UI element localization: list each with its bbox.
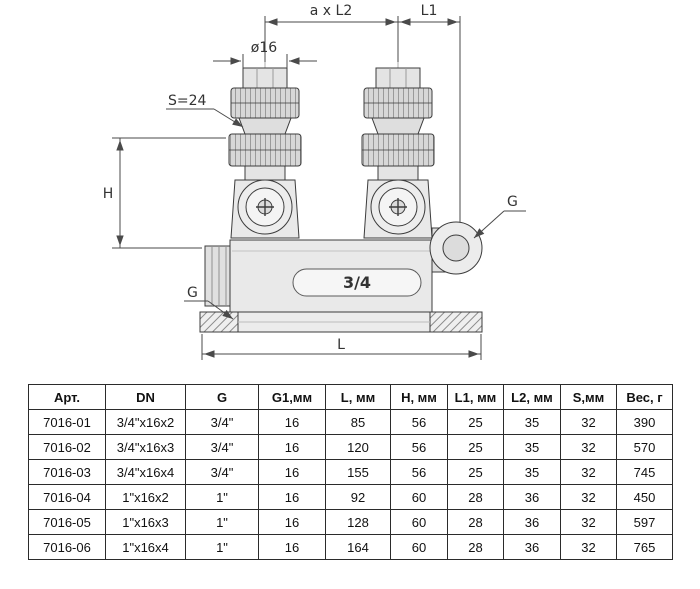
table-cell: 120 [325,434,391,460]
table-cell: 28 [447,534,504,560]
table-cell: 36 [503,484,561,510]
dim-label-l: L [337,337,345,353]
table-cell: 28 [447,509,504,535]
table-cell: 85 [325,409,391,435]
table-cell: 7016-03 [28,459,106,485]
table-cell: 570 [616,434,673,460]
table-cell: 36 [503,509,561,535]
dim-label-s: S=24 [168,93,207,109]
table-cell: 3/4" [185,459,259,485]
table-cell: 16 [258,509,326,535]
valve-right [361,67,435,239]
column-header: L, мм [325,384,391,410]
column-header: H, мм [390,384,448,410]
table-cell: 32 [560,534,617,560]
column-header: Арт. [28,384,106,410]
table-cell: 1"x16x4 [105,534,186,560]
table-cell: 450 [616,484,673,510]
table-cell: 56 [390,409,448,435]
table-cell: 16 [258,434,326,460]
dim-label-a-x-l2: a x L2 [310,3,352,19]
table-cell: 32 [560,484,617,510]
dim-label-diameter: ø16 [251,40,277,56]
table-cell: 3/4"x16x2 [105,409,186,435]
table-cell: 3/4"x16x4 [105,459,186,485]
table-cell: 35 [503,459,561,485]
table-cell: 597 [616,509,673,535]
table-cell: 3/4" [185,409,259,435]
manifold-body: 3/4 [204,221,483,313]
table-cell: 56 [390,459,448,485]
dim-label-h: H [103,186,114,202]
table-cell: 1"x16x2 [105,484,186,510]
table-cell: 7016-05 [28,509,106,535]
dim-label-g-left: G [187,285,198,301]
table-cell: 32 [560,509,617,535]
table-cell: 1"x16x3 [105,509,186,535]
table-cell: 1" [185,534,259,560]
table-cell: 60 [390,534,448,560]
column-header: S,мм [560,384,617,410]
table-cell: 35 [503,434,561,460]
table-cell: 60 [390,484,448,510]
table-cell: 3/4"x16x3 [105,434,186,460]
table-cell: 60 [390,509,448,535]
valve-left [228,67,302,239]
table-cell: 16 [258,459,326,485]
table-cell: 56 [390,434,448,460]
table-cell: 765 [616,534,673,560]
table-cell: 16 [258,409,326,435]
table-cell: 28 [447,484,504,510]
table-cell: 16 [258,484,326,510]
table-cell: 1" [185,484,259,510]
table-cell: 25 [447,434,504,460]
table-cell: 7016-01 [28,409,106,435]
table-cell: 92 [325,484,391,510]
column-header: Вес, г [616,384,673,410]
dim-label-g-right: G [507,194,518,210]
dimensions [112,16,526,360]
table-cell: 32 [560,459,617,485]
table-cell: 16 [258,534,326,560]
table-cell: 25 [447,409,504,435]
table-cell: 7016-06 [28,534,106,560]
manifold-drawing: 3/4 [103,3,526,360]
table-cell: 155 [325,459,391,485]
table-cell: 35 [503,409,561,435]
body-marking: 3/4 [343,273,371,292]
table-cell: 7016-02 [28,434,106,460]
column-header: L1, мм [447,384,504,410]
body-marking-slot [292,268,422,297]
dim-label-l1: L1 [421,3,438,19]
table-cell: 128 [325,509,391,535]
column-header: G [185,384,259,410]
column-header: L2, мм [503,384,561,410]
mounting-rail [199,311,483,333]
table-cell: 164 [325,534,391,560]
technical-drawing-area: 3/4 [103,3,526,360]
column-header: DN [105,384,186,410]
table-cell: 1" [185,509,259,535]
table-cell: 32 [560,434,617,460]
table-cell: 7016-04 [28,484,106,510]
table-cell: 25 [447,459,504,485]
table-cell: 745 [616,459,673,485]
table-cell: 3/4" [185,434,259,460]
column-header: G1,мм [258,384,326,410]
table-cell: 36 [503,534,561,560]
table-cell: 32 [560,409,617,435]
table-cell: 390 [616,409,673,435]
